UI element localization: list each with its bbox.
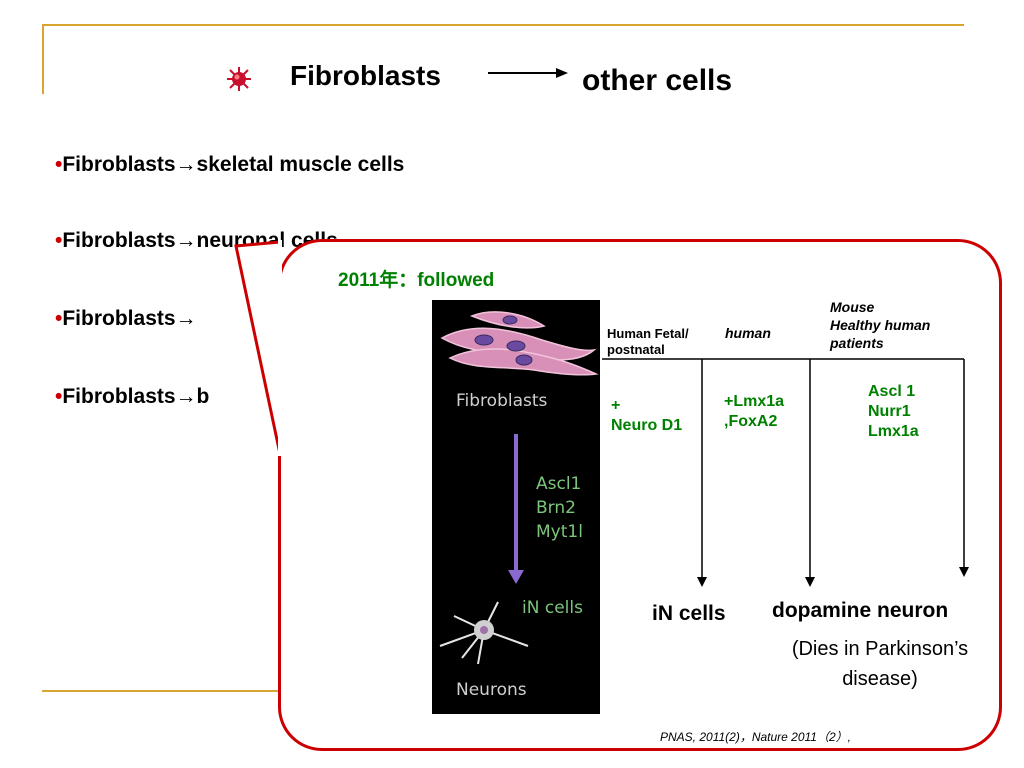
bullet-dot: • xyxy=(55,385,63,408)
cell-illustration xyxy=(439,311,599,665)
parkinsons-note-line: (Dies in Parkinson’s xyxy=(791,638,969,660)
callout-heading: 2011年：followed xyxy=(338,270,495,291)
factor-myt1l: Myt1l xyxy=(536,522,583,542)
col1-header: Human Fetal/ postnatal xyxy=(607,326,689,358)
red-burst-icon xyxy=(227,67,251,91)
bullet-dot: • xyxy=(55,307,63,330)
col3-header: Mouse Healthy human patients xyxy=(830,298,930,352)
bullet-item: •Fibroblasts→ xyxy=(55,307,197,331)
col3-factor: Nurr1 xyxy=(868,403,911,420)
bottom-rule xyxy=(42,690,287,692)
bullet-text: Fibroblasts→skeletal muscle cells xyxy=(62,153,405,176)
callout-pointer xyxy=(234,240,282,456)
top-rule xyxy=(42,24,964,26)
bullet-dot: • xyxy=(55,229,63,252)
factor-brn2: Brn2 xyxy=(536,498,576,518)
neurons-label: Neurons xyxy=(456,680,527,700)
in-cells-photo-label: iN cells xyxy=(522,598,583,618)
bullet-text: Fibroblasts→b xyxy=(62,385,210,408)
col1-factor: + xyxy=(611,397,621,414)
col2-factor: +Lmx1a xyxy=(724,393,785,410)
col2-factor: ,FoxA2 xyxy=(724,413,778,430)
title-arrow-icon xyxy=(488,68,568,78)
col3-factor: Lmx1a xyxy=(868,423,919,440)
fibroblasts-label: Fibroblasts xyxy=(456,391,548,411)
parkinsons-note: (Dies in Parkinson’s disease) xyxy=(762,634,998,694)
callout-box xyxy=(278,239,1002,751)
bullet-text: Fibroblasts→ xyxy=(62,307,197,330)
col3-header-line: patients xyxy=(830,335,884,351)
col2-factors: +Lmx1a ,FoxA2 xyxy=(724,392,784,432)
col2-header: human xyxy=(725,325,771,341)
col3-header-line: Healthy human xyxy=(830,317,931,333)
pathway-arrows xyxy=(602,358,969,587)
factor-ascl1: Ascl1 xyxy=(536,474,582,494)
col3-factors: Ascl 1 Nurr1 Lmx1a xyxy=(868,382,919,442)
col1-factors: + Neuro D1 xyxy=(611,396,682,436)
citation: PNAS, 2011(2)，Nature 2011（2）, xyxy=(660,730,851,744)
outcome-in-cells: iN cells xyxy=(652,602,726,625)
parkinsons-note-line: disease) xyxy=(842,668,918,690)
col1-header-line: Human Fetal/ xyxy=(607,326,689,341)
outcome-dopamine-neuron: dopamine neuron xyxy=(772,599,949,622)
left-rule xyxy=(42,24,44,94)
col3-factor: Ascl 1 xyxy=(868,383,916,400)
bullet-dot: • xyxy=(55,153,63,176)
bullet-item: •Fibroblasts→skeletal muscle cells xyxy=(55,153,404,177)
title-other-cells: other cells xyxy=(582,64,733,97)
title-fibroblasts: Fibroblasts xyxy=(290,60,441,91)
bullet-item: •Fibroblasts→b xyxy=(55,385,209,409)
col1-factor: Neuro D1 xyxy=(611,417,683,434)
col1-header-line: postnatal xyxy=(607,342,665,357)
col3-header-line: Mouse xyxy=(830,299,875,315)
